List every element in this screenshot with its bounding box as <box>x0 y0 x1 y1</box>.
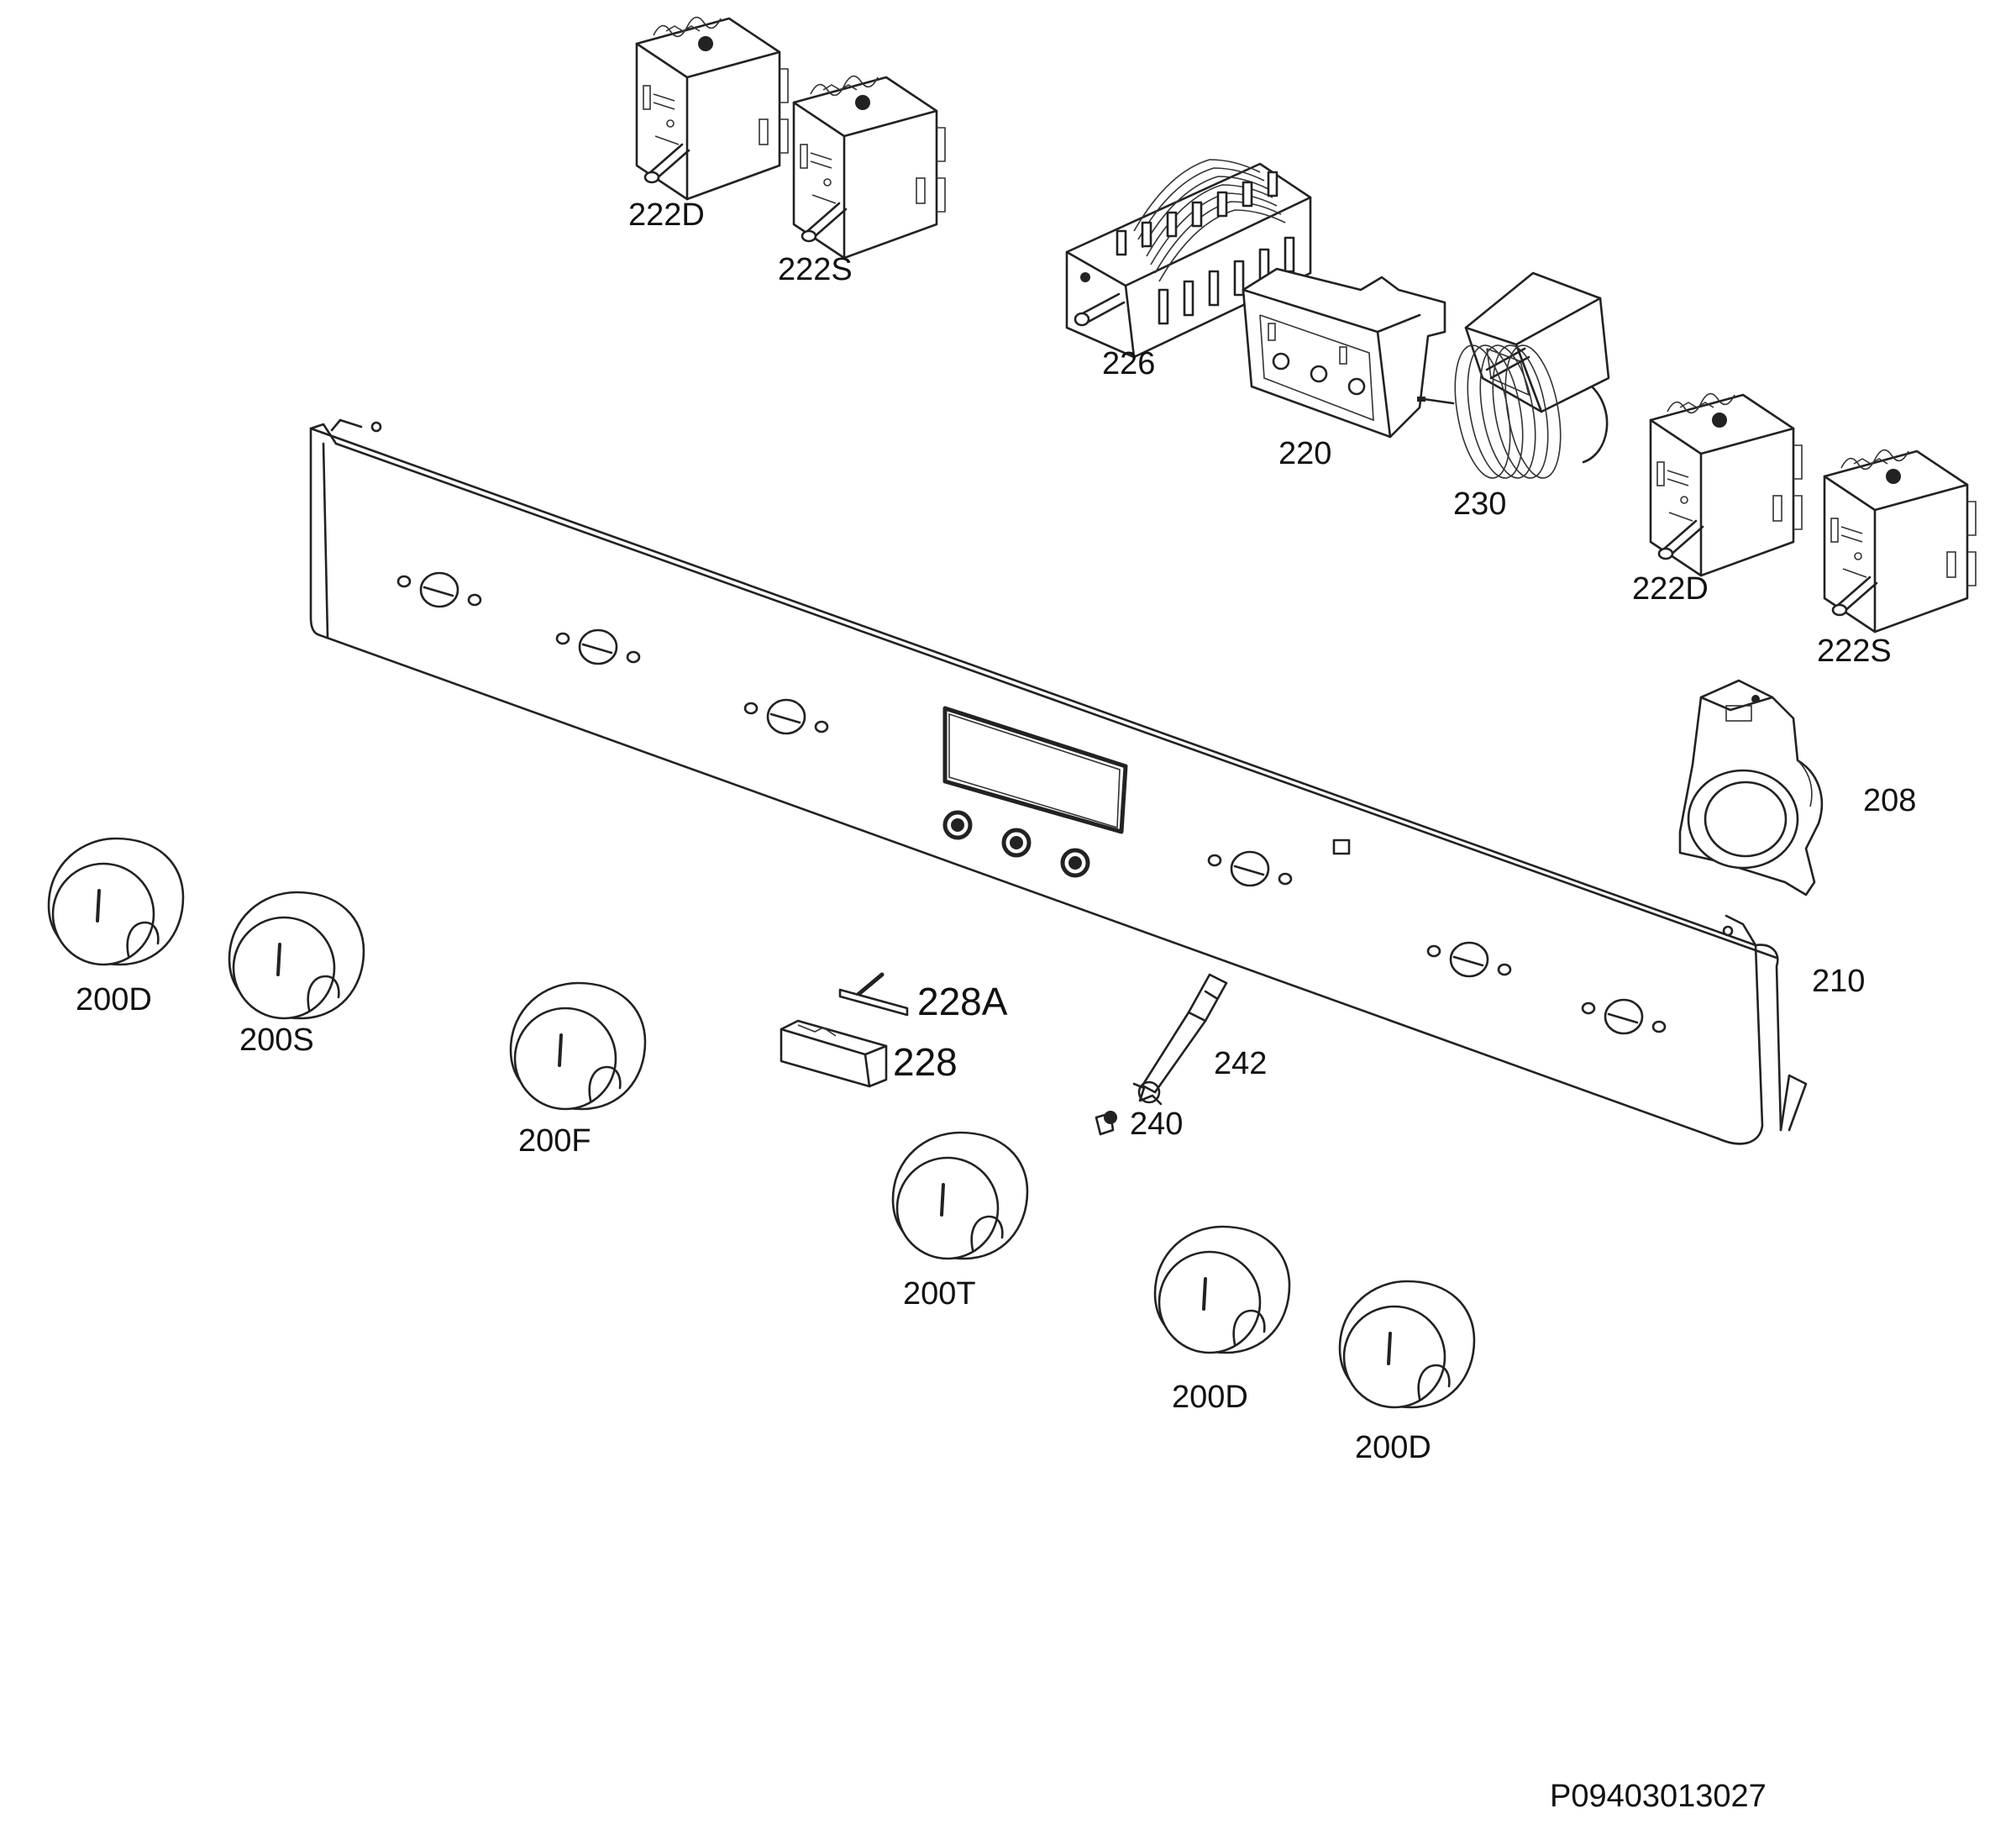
label-222d-top: 222D <box>628 197 705 233</box>
label-220: 220 <box>1278 436 1331 471</box>
label-210: 210 <box>1812 964 1865 999</box>
label-230: 230 <box>1453 486 1506 522</box>
label-228: 228 <box>893 1040 958 1084</box>
drawing-number: P09403013027 <box>1550 1779 1767 1814</box>
part-240-screw <box>1095 1111 1117 1136</box>
label-208: 208 <box>1863 783 1916 818</box>
part-242-lamp-holder <box>1132 973 1228 1106</box>
knob-200t <box>891 1131 1029 1260</box>
energy-regulator-222s-top <box>792 75 947 260</box>
energy-regulator-222d-right <box>1649 392 1803 577</box>
knob-200d-1 <box>47 837 185 966</box>
knob-200d-3 <box>1338 1280 1476 1409</box>
label-200d-1: 200D <box>76 982 152 1017</box>
part-228a-clip <box>838 972 909 1017</box>
knob-200d-2 <box>1153 1225 1291 1354</box>
control-panel-fascia <box>309 418 1808 1145</box>
label-222s-right: 222S <box>1817 633 1892 669</box>
label-228a: 228A <box>917 980 1008 1023</box>
knob-200f <box>509 981 647 1111</box>
label-200t: 200T <box>903 1276 976 1312</box>
function-selector-switch <box>1065 159 1312 359</box>
label-200d-2: 200D <box>1172 1380 1248 1415</box>
label-242: 242 <box>1214 1046 1267 1081</box>
light-switch-bracket <box>1678 679 1824 896</box>
thermostat <box>1417 271 1610 479</box>
part-228-button <box>780 1019 888 1088</box>
label-222s-top: 222S <box>778 252 853 287</box>
display-housing <box>1242 267 1446 439</box>
label-200s: 200S <box>239 1023 314 1058</box>
energy-regulator-222d-top <box>635 16 790 201</box>
label-226: 226 <box>1102 346 1155 381</box>
label-200d-3: 200D <box>1355 1430 1431 1465</box>
label-240: 240 <box>1130 1107 1183 1142</box>
energy-regulator-222s-right <box>1823 449 1977 633</box>
knob-200s <box>228 891 365 1020</box>
label-222d-right: 222D <box>1632 571 1709 607</box>
label-200f: 200F <box>518 1123 591 1159</box>
